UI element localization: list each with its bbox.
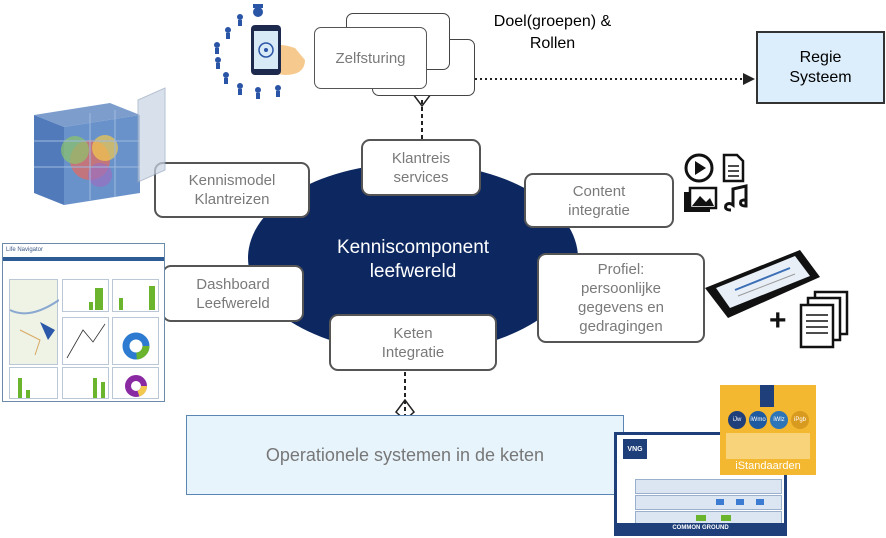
line-panel [62,317,109,365]
life-navigator-thumbnail: Life Navigator [2,243,165,402]
bar-panel-2 [112,279,159,312]
center-line2: leefwereld [369,261,457,282]
cg-layer-2 [635,495,782,510]
cg-layer-1 [635,479,782,494]
donut-panel-1 [112,317,159,365]
cg-footer: COMMON GROUND [617,523,784,533]
doelgroepen-line1: Doel(groepen) & [493,13,612,30]
life-navigator-title: Life Navigator [6,247,44,253]
regie-systeem-box: Regie Systeem [756,31,885,104]
vng-logo: VNG [623,439,647,459]
istand-emblem [760,385,774,407]
keten-line2: Integratie [381,343,445,361]
zelfsturing-label: Zelfsturing [335,49,406,67]
content-line2: integratie [568,201,630,219]
operationele-box: Operationele systemen in de keten [186,415,624,495]
map-panel [9,279,59,365]
doelgroepen-label: Doel(groepen) & Rollen [470,11,635,55]
istandaarden-thumbnail: iJw iWmo iWlz iPgb iStandaarden [720,385,816,475]
donut-panel-2 [112,367,159,399]
profiel-line3: gegevens en [578,299,664,316]
center-ellipse [248,163,578,353]
kennismodel-line1: Kennismodel [188,172,276,189]
istand-title: iStandaarden [735,460,801,472]
istand-buildings [726,433,810,459]
profiel-line1: Profiel: [597,261,645,278]
plus-sign: + [769,304,787,337]
istand-circle-2: iWmo [749,411,767,429]
operationele-label: Operationele systemen in de keten [265,444,545,465]
dashboard-line1: Dashboard [196,275,270,293]
doelgroepen-line2: Rollen [529,35,576,52]
life-navigator-header-bar [3,257,164,261]
keten-line1: Keten [393,324,433,342]
center-label: Kenniscomponent leefwereld [283,236,543,284]
klantreis-line2: services [393,168,449,186]
istand-circle-4: iPgb [791,411,809,429]
klantreis-box: Klantreis services [361,139,481,196]
content-box: Content integratie [524,173,674,228]
regie-line1: Regie [799,48,842,66]
keten-box: Keten Integratie [329,314,497,371]
istand-circle-3: iWlz [770,411,788,429]
content-line1: Content [572,182,626,200]
dashboard-box: Dashboard Leefwereld [162,265,304,322]
profiel-line4: gedragingen [579,318,663,335]
center-line1: Kenniscomponent [336,237,490,258]
kennismodel-line2: Klantreizen [194,191,270,208]
regie-arrowhead [743,73,755,85]
bar-panel-3 [9,367,58,399]
bar-panel-1 [62,279,109,312]
istand-circle-1: iJw [728,411,746,429]
profiel-box: Profiel: persoonlijke gegevens en gedrag… [537,253,705,343]
profiel-line2: persoonlijke [580,280,662,297]
dashboard-line2: Leefwereld [196,294,270,312]
kennismodel-box: Kennismodel Klantreizen [154,162,310,218]
klantreis-line1: Klantreis [391,149,451,167]
regie-line2: Systeem [789,68,852,86]
bar-panel-4 [62,367,109,399]
zelfsturing-box: Zelfsturing [314,27,427,89]
